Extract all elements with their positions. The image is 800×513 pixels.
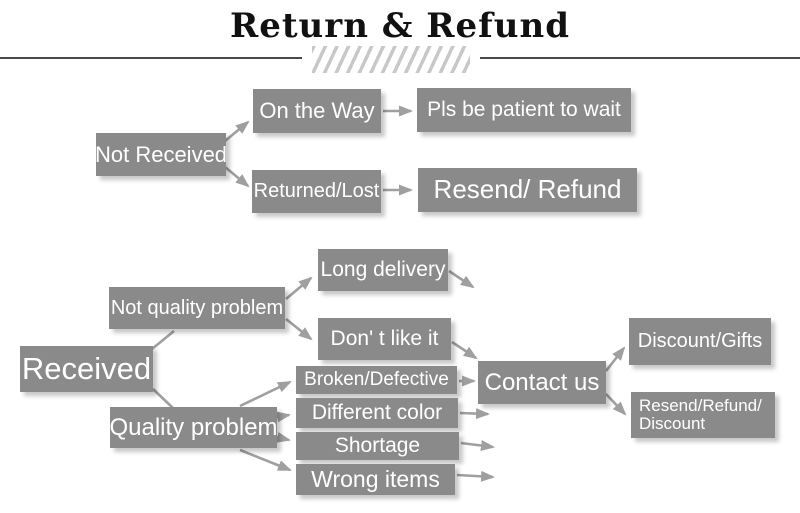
edge-longdelivery-contact <box>448 269 475 289</box>
node-not-received: Not Received <box>95 133 227 176</box>
node-broken-defective: Broken/Defective <box>296 366 457 394</box>
divider-line-right <box>480 57 800 59</box>
node-on-the-way: On the Way <box>253 89 381 133</box>
node-returned-lost: Returned/Lost <box>252 170 381 213</box>
node-resend-refund: Resend/ Refund <box>418 168 637 212</box>
node-received: Received <box>20 346 153 392</box>
page-title: Return & Refund <box>229 6 571 46</box>
node-long-delivery: Long delivery <box>318 249 448 291</box>
edge-received-notquality <box>151 329 175 351</box>
node-discount-gifts: Discount/Gifts <box>629 318 771 365</box>
edge-quality-broken <box>239 380 292 408</box>
edge-contact-resenddiscount <box>605 393 627 416</box>
edge-notreceived-returnedlost <box>224 165 250 188</box>
edge-quality-wrongitems <box>239 448 292 472</box>
edge-dontlike-contact <box>451 340 478 360</box>
edge-shortage-contact <box>460 440 495 451</box>
edge-wrongitems-contact <box>456 470 495 482</box>
divider-hatch-stripes <box>312 46 470 73</box>
node-pls-be-patient: Pls be patient to wait <box>417 88 631 132</box>
edge-differentcolor-contact <box>459 408 490 420</box>
edge-notreceived-ontheway <box>224 120 250 143</box>
node-dont-like-it: Don' t like it <box>318 318 451 360</box>
node-not-quality-problem: Not quality problem <box>109 287 285 329</box>
node-quality-problem: Quality problem <box>109 407 278 448</box>
node-resend-refund-discount: Resend/Refund/ Discount <box>631 392 775 438</box>
node-shortage: Shortage <box>296 432 459 460</box>
edge-notquality-dontlike <box>285 317 313 341</box>
divider-line-left <box>0 57 302 59</box>
node-different-color: Different color <box>296 398 458 428</box>
edge-contact-discountgifts <box>604 346 626 372</box>
node-contact-us: Contact us <box>478 361 606 404</box>
node-wrong-items: Wrong items <box>296 464 455 495</box>
edge-notquality-longdelivery <box>285 276 313 300</box>
edge-received-quality <box>152 388 175 410</box>
